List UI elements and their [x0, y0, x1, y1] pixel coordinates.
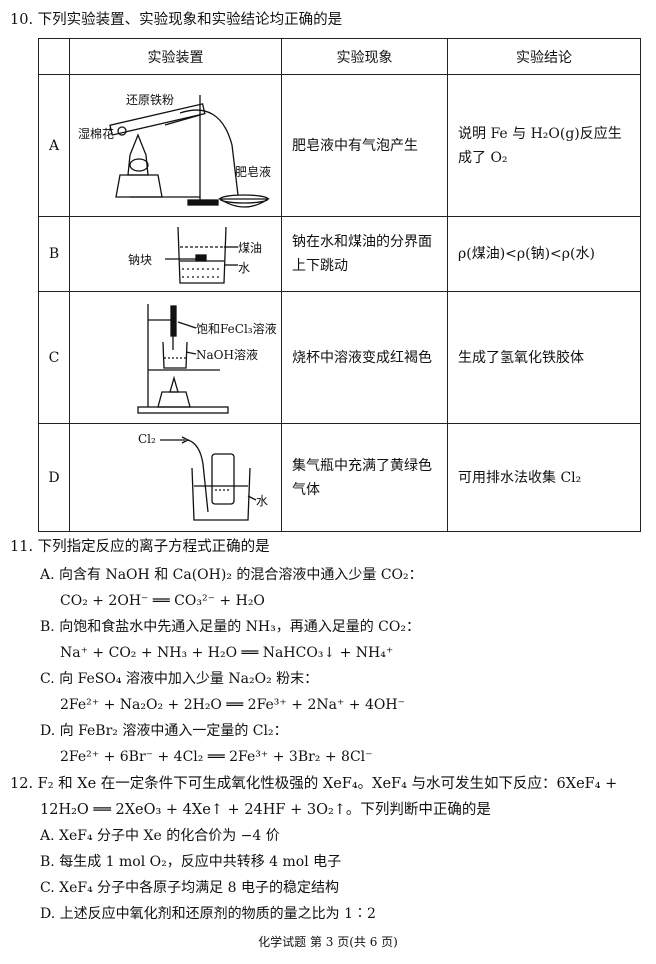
phenomenon-b: 钠在水和煤油的分界面上下跳动: [281, 216, 448, 292]
annotation-wet-cotton: 湿棉花: [78, 127, 115, 141]
annotation-reduced-iron-powder: 还原铁粉: [126, 93, 175, 107]
header-phenomenon: 实验现象: [281, 38, 448, 75]
apparatus-b-drawing: [165, 226, 238, 284]
table-row: B 钠块 煤油 水 钠在水和煤油的分界面上下跳动 ρ(煤油)<ρ(: [38, 216, 641, 292]
q11-option-d-equation: 2Fe²⁺ + 6Br⁻ + 4Cl₂ ══ 2Fe³⁺ + 3Br₂ + 8C…: [60, 749, 373, 765]
phenomenon-a: 肥皂液中有气泡产生: [281, 74, 448, 217]
header-blank: [38, 38, 70, 75]
apparatus-b: 钠块 煤油 水: [69, 216, 282, 292]
apparatus-c: 饱和FeCl₃溶液 NaOH溶液: [69, 291, 282, 424]
annotation-water: 水: [256, 494, 269, 508]
table-header-row: 实验装置 实验现象 实验结论: [38, 38, 641, 75]
q11-option-c: C. 向 FeSO₄ 溶液中加入少量 Na₂O₂ 粉末：: [40, 671, 319, 687]
apparatus-d-drawing: [160, 436, 257, 521]
row-label: B: [38, 216, 70, 292]
phenomenon-c: 烧杯中溶液变成红褐色: [281, 291, 448, 424]
q11-option-a-equation: CO₂ + 2OH⁻ ══ CO₃²⁻ + H₂O: [60, 593, 265, 609]
apparatus-c-drawing: [137, 304, 229, 414]
annotation-naoh-solution: NaOH溶液: [196, 348, 258, 362]
table-row: C 饱和FeCl₃溶液 NaOH溶液: [38, 291, 641, 424]
row-label: C: [38, 291, 70, 424]
q11-option-d: D. 向 FeBr₂ 溶液中通入一定量的 Cl₂：: [40, 723, 288, 739]
q12-option-a: A. XeF₄ 分子中 Xe 的化合价为 −4 价: [40, 828, 280, 844]
header-apparatus: 实验装置: [69, 38, 282, 75]
q11-option-c-equation: 2Fe²⁺ + Na₂O₂ + 2H₂O ══ 2Fe³⁺ + 2Na⁺ + 4…: [60, 697, 405, 713]
question-11-stem: 11. 下列指定反应的离子方程式正确的是: [10, 539, 270, 555]
conclusion-d: 可用排水法收集 Cl₂: [447, 423, 641, 532]
annotation-sodium-block: 钠块: [128, 253, 153, 267]
question-12-stem-line2: 12H₂O ══ 2XeO₃ + 4Xe↑ + 24HF + 3O₂↑。下列判断…: [40, 802, 491, 818]
apparatus-a: 还原铁粉 湿棉花 肥皂液: [69, 74, 282, 217]
q12-option-c: C. XeF₄ 分子中各原子均满足 8 电子的稳定结构: [40, 880, 339, 896]
annotation-water: 水: [238, 261, 251, 275]
apparatus-a-drawing: [109, 95, 271, 208]
annotation-kerosene: 煤油: [238, 241, 263, 255]
row-label: D: [38, 423, 70, 532]
q11-option-b: B. 向饱和食盐水中先通入足量的 NH₃，再通入足量的 CO₂：: [40, 619, 420, 635]
annotation-soap-solution: 肥皂液: [235, 165, 272, 179]
experiment-table: 实验装置 实验现象 实验结论 A: [38, 38, 641, 532]
page-footer: 化学试题 第 3 页(共 6 页): [258, 935, 398, 949]
conclusion-b: ρ(煤油)<ρ(钠)<ρ(水): [447, 216, 641, 292]
question-12-stem-line1: 12. F₂ 和 Xe 在一定条件下可生成氧化性极强的 XeF₄。XeF₄ 与水…: [10, 776, 618, 792]
q12-option-d: D. 上述反应中氧化剂和还原剂的物质的量之比为 1∶2: [40, 906, 376, 922]
annotation-saturated-fecl3: 饱和FeCl₃溶液: [196, 322, 277, 336]
annotation-cl2: Cl₂: [138, 432, 156, 446]
row-label: A: [38, 74, 70, 217]
q11-option-a: A. 向含有 NaOH 和 Ca(OH)₂ 的混合溶液中通入少量 CO₂：: [40, 567, 423, 583]
q12-option-b: B. 每生成 1 mol O₂，反应中共转移 4 mol 电子: [40, 854, 342, 870]
apparatus-d: Cl₂ 水: [69, 423, 282, 532]
phenomenon-d: 集气瓶中充满了黄绿色气体: [281, 423, 448, 532]
header-conclusion: 实验结论: [447, 38, 641, 75]
question-10-stem: 10. 下列实验装置、实验现象和实验结论均正确的是: [10, 12, 343, 28]
conclusion-a: 说明 Fe 与 H₂O(g)反应生成了 O₂: [447, 74, 641, 217]
q11-option-b-equation: Na⁺ + CO₂ + NH₃ + H₂O ══ NaHCO₃↓ + NH₄⁺: [60, 645, 394, 661]
table-row: D Cl₂ 水 集气瓶中充满了黄绿色气体 可用排水法收集 Cl₂: [38, 423, 641, 532]
conclusion-c: 生成了氢氧化铁胶体: [447, 291, 641, 424]
table-row: A 还原铁粉 湿棉花 肥皂: [38, 74, 641, 217]
